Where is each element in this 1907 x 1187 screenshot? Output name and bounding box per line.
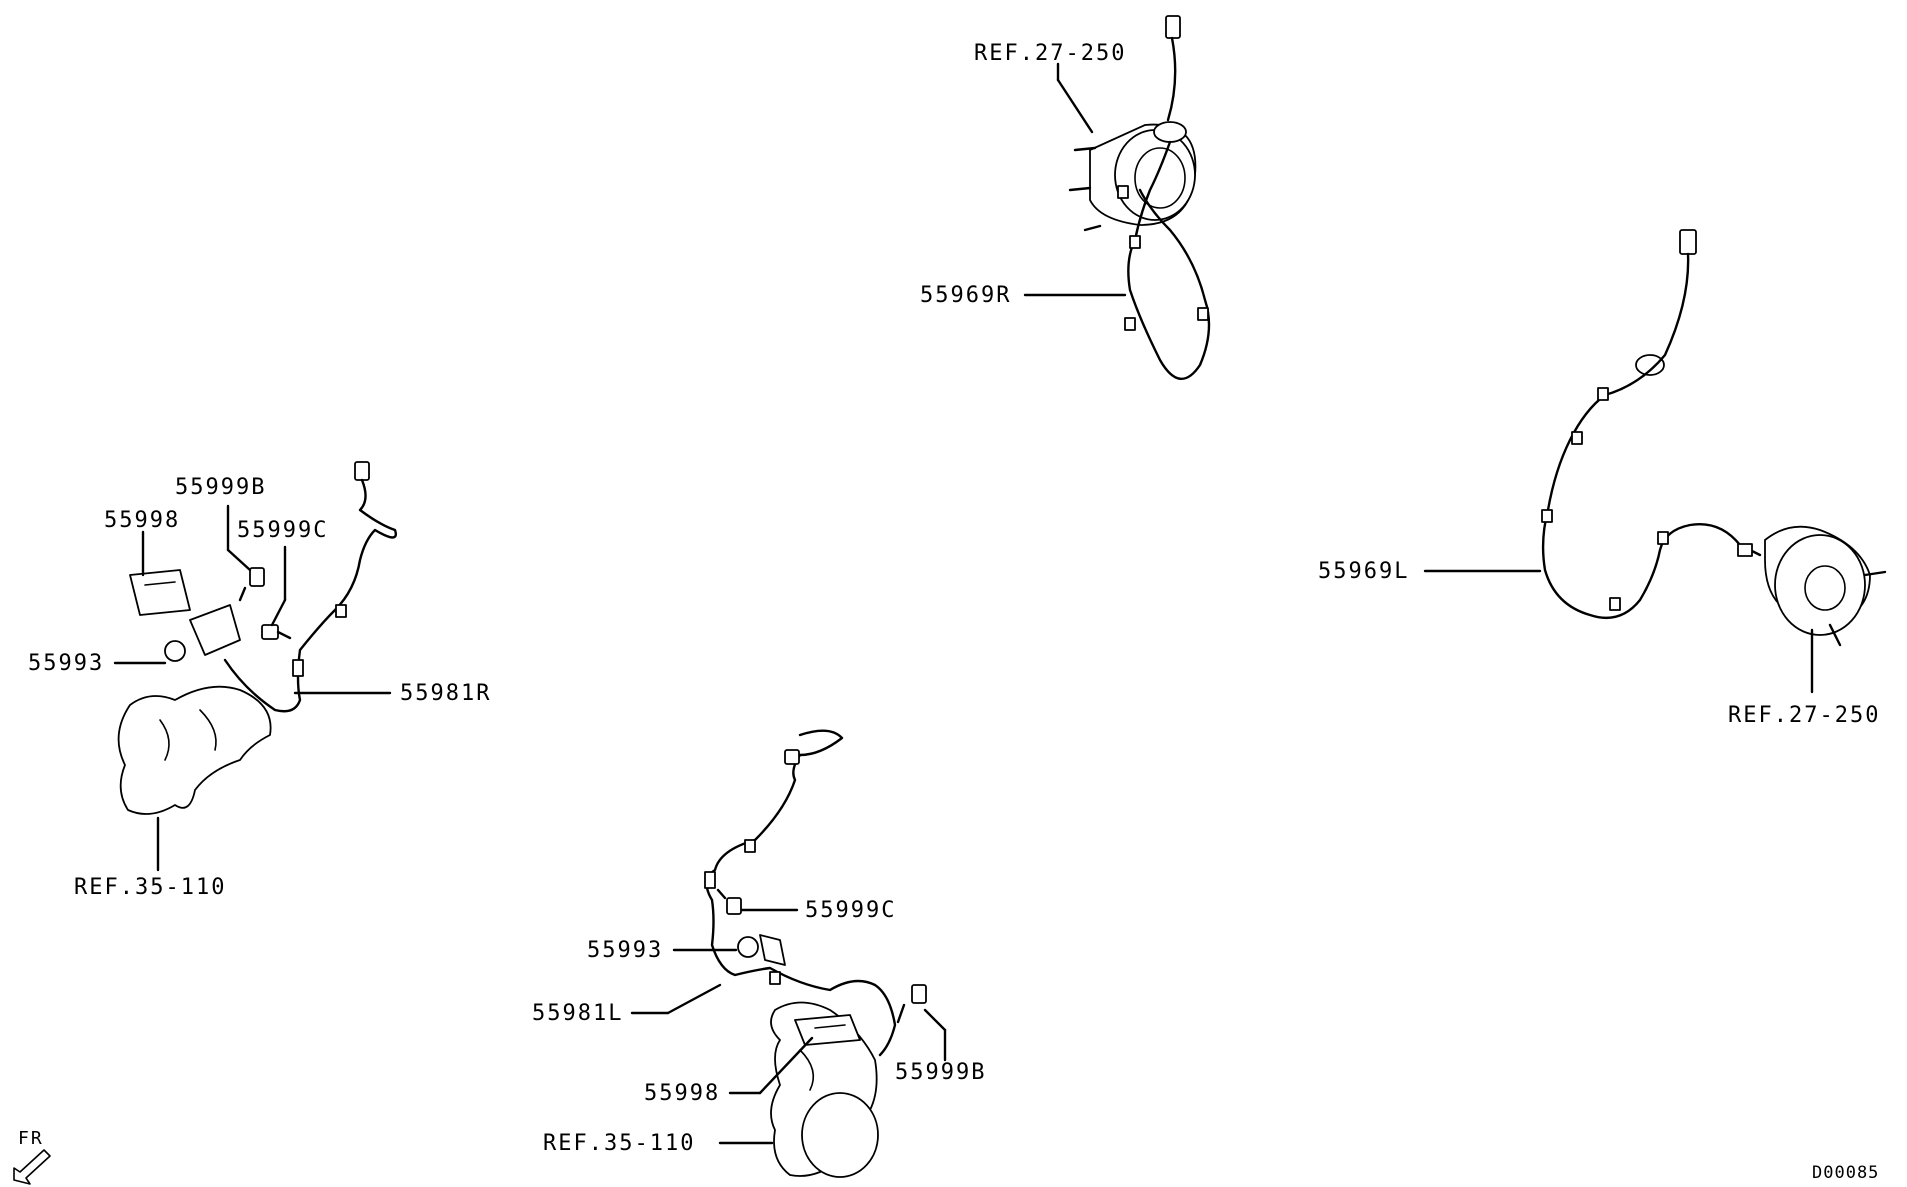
rear-left-knuckle-assembly [704, 729, 927, 1178]
callout-left-55999B: 55999B [175, 475, 267, 500]
callout-left-55993: 55993 [28, 651, 105, 676]
callout-ref-27-250-top: REF.27-250 [974, 41, 1127, 66]
leader-bottom-55981L-d [666, 983, 722, 1015]
front-direction-arrow-icon [13, 1149, 51, 1185]
callout-left-55981R: 55981R [400, 681, 492, 706]
front-left-hub-assembly [1541, 229, 1887, 647]
leader-ref-27-250-top-diag [1056, 78, 1094, 134]
leader-left-55999C-d [270, 598, 287, 627]
leader-bottom-55998-d [758, 1036, 814, 1095]
callout-55969R: 55969R [920, 283, 1012, 308]
leader-left-55999B-d [226, 548, 252, 572]
drawing-id: D00085 [1812, 1163, 1880, 1183]
front-right-hub-assembly [1068, 15, 1211, 381]
callout-ref-27-250-right: REF.27-250 [1728, 703, 1881, 728]
callout-55969L: 55969L [1318, 559, 1410, 584]
callout-bottom-55981L: 55981L [532, 1001, 624, 1026]
callout-bottom-55999B: 55999B [895, 1060, 987, 1085]
callout-bottom-ref-35-110: REF.35-110 [543, 1131, 696, 1156]
callout-bottom-55993: 55993 [587, 938, 664, 963]
callout-left-ref-35-110: REF.35-110 [74, 875, 227, 900]
leader-bottom-55999B-d [923, 1008, 947, 1032]
rear-right-knuckle-assembly [117, 461, 397, 815]
callout-bottom-55998: 55998 [644, 1081, 721, 1106]
callout-left-55999C: 55999C [237, 518, 329, 543]
callout-left-55998: 55998 [104, 508, 181, 533]
callout-bottom-55999C: 55999C [805, 898, 897, 923]
direction-indicator-label: FR [18, 1128, 44, 1149]
